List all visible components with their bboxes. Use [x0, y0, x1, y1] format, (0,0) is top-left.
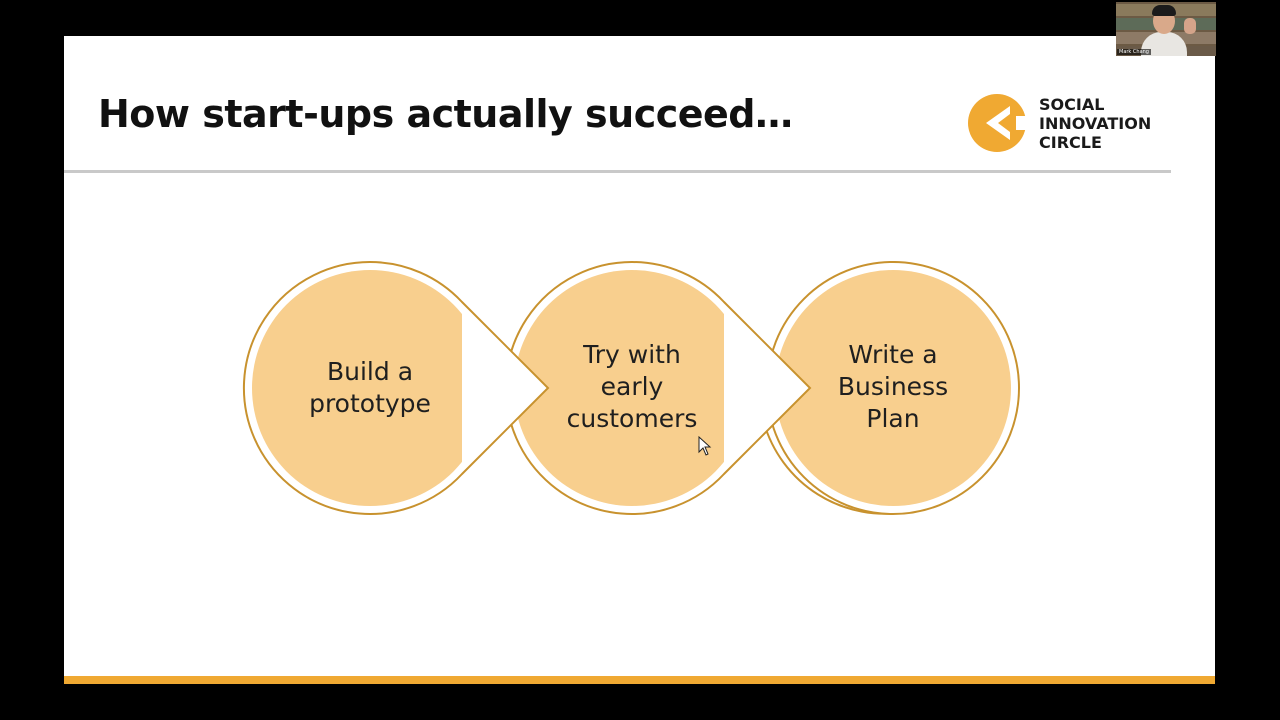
step-3-shape [762, 260, 1020, 515]
process-diagram [242, 260, 1020, 515]
slide-title: How start-ups actually succeed… [98, 92, 793, 136]
step-2-shape [504, 260, 812, 515]
slide-accent-bar [64, 676, 1215, 684]
logo-line-1: SOCIAL [1039, 95, 1105, 114]
logo-text: SOCIAL INNOVATION CIRCLE [1039, 95, 1151, 152]
step-1-shape [242, 260, 550, 515]
step-2-label: Try with early customers [566, 340, 698, 433]
shared-slide: How start-ups actually succeed… SOCIAL I… [64, 36, 1215, 684]
logo-line-3: CIRCLE [1039, 133, 1102, 152]
title-divider [64, 170, 1171, 173]
social-innovation-circle-logo: SOCIAL INNOVATION CIRCLE [966, 92, 1166, 156]
logo-line-2: INNOVATION [1039, 114, 1152, 133]
participant-name: Mark Chang [1117, 49, 1151, 55]
step-1-label: Build a prototype [309, 357, 431, 418]
participant-video-tile[interactable]: Mark Chang [1116, 2, 1216, 56]
step-3-label: Write a Business Plan [837, 340, 949, 433]
circle-logo-icon [968, 94, 1028, 152]
mouse-pointer-icon [698, 436, 712, 456]
participant-hair [1152, 5, 1176, 16]
participant-hand [1184, 18, 1196, 34]
